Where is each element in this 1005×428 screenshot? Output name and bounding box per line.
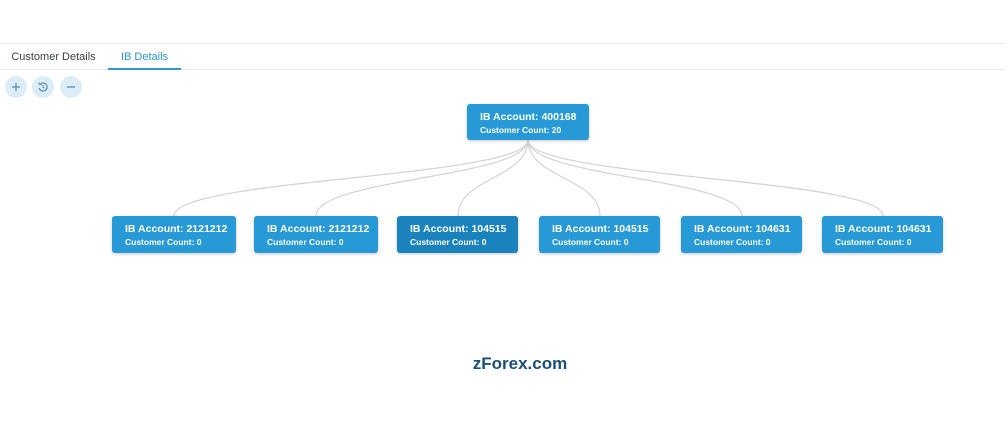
node-account-label: IB Account: 400168 [480, 111, 577, 123]
connector-line [527, 139, 601, 217]
node-account-label: IB Account: 2121212 [125, 223, 228, 235]
connector-line [457, 139, 529, 217]
tree-node-child[interactable]: IB Account: 104515 Customer Count: 0 [539, 216, 660, 253]
node-customer-count: Customer Count: 0 [552, 237, 629, 247]
tree-node-child-selected[interactable]: IB Account: 104515 Customer Count: 0 [397, 216, 518, 253]
minus-icon [67, 86, 75, 88]
node-account-label: IB Account: 104631 [694, 223, 791, 235]
connector-line [315, 139, 529, 217]
tree-node-child[interactable]: IB Account: 104631 Customer Count: 0 [681, 216, 802, 253]
node-account-label: IB Account: 104515 [410, 223, 507, 235]
zoom-in-button[interactable] [5, 76, 27, 98]
node-customer-count: Customer Count: 0 [267, 237, 344, 247]
node-customer-count: Customer Count: 0 [125, 237, 202, 247]
reset-icon [38, 82, 48, 92]
reset-zoom-button[interactable] [32, 76, 54, 98]
node-account-label: IB Account: 104515 [552, 223, 649, 235]
node-account-label: IB Account: 2121212 [267, 223, 370, 235]
tab-bar: Customer Details IB Details [0, 44, 1005, 70]
connector-line [527, 139, 743, 217]
tab-customer-details[interactable]: Customer Details [11, 51, 96, 63]
node-customer-count: Customer Count: 0 [694, 237, 771, 247]
plus-icon [12, 83, 20, 91]
tree-node-root[interactable]: IB Account: 400168 Customer Count: 20 [467, 104, 589, 140]
tree-node-child[interactable]: IB Account: 104631 Customer Count: 0 [822, 216, 943, 253]
node-account-label: IB Account: 104631 [835, 223, 932, 235]
top-divider [0, 43, 1005, 44]
brand-watermark: zForex.com [472, 354, 568, 373]
zoom-out-button[interactable] [60, 76, 82, 98]
active-tab-indicator [108, 68, 181, 70]
connector-line [173, 139, 529, 217]
tree-node-child[interactable]: IB Account: 2121212 Customer Count: 0 [112, 216, 236, 253]
node-customer-count: Customer Count: 20 [480, 125, 562, 135]
tree-node-child[interactable]: IB Account: 2121212 Customer Count: 0 [254, 216, 378, 253]
node-customer-count: Customer Count: 0 [410, 237, 487, 247]
tab-ib-details[interactable]: IB Details [108, 44, 181, 70]
tab-ib-details-label: IB Details [120, 51, 169, 63]
connector-line [527, 139, 884, 217]
node-customer-count: Customer Count: 0 [835, 237, 912, 247]
